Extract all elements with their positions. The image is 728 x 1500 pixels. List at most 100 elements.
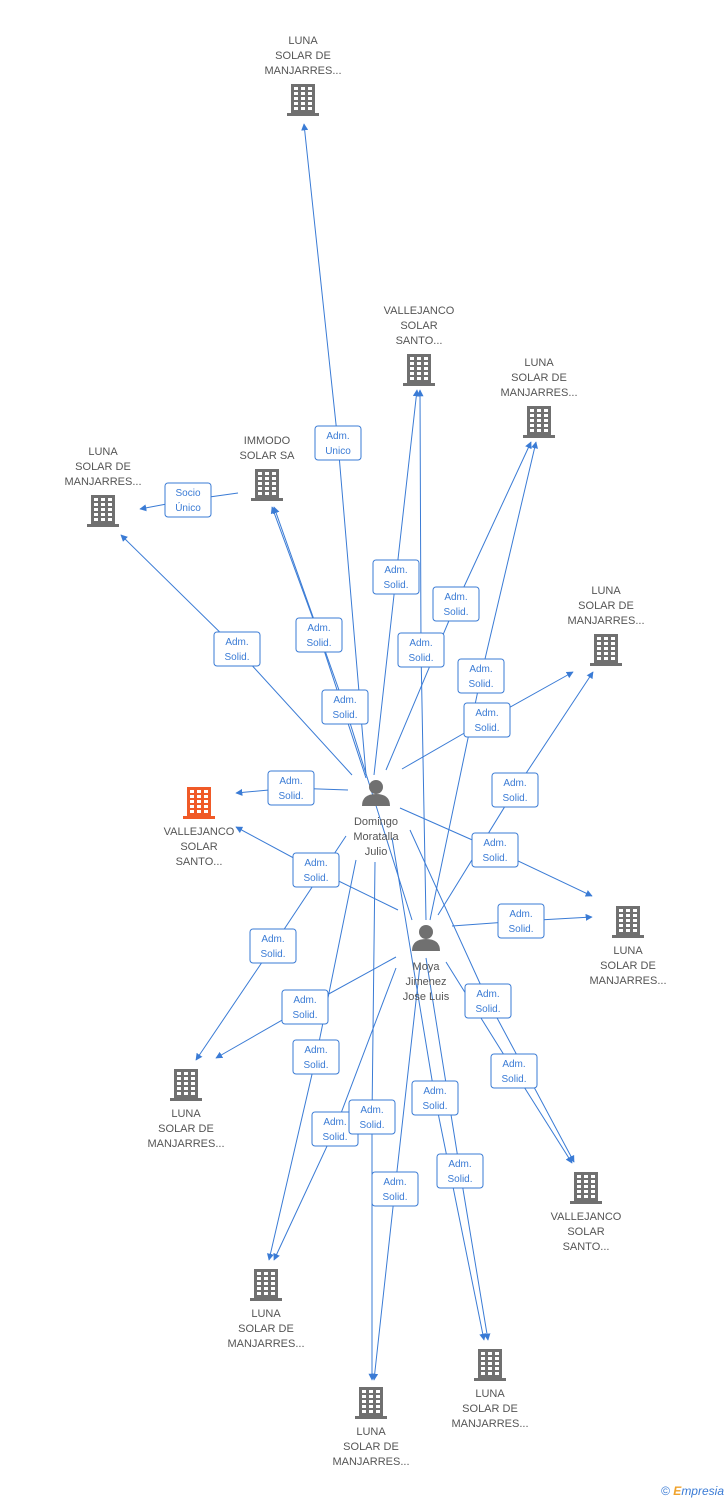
building-icon — [250, 1269, 282, 1301]
node-label-line: MANJARRES... — [567, 615, 644, 627]
edge-label-line: Adm. — [261, 934, 284, 945]
company-node[interactable]: VALLEJANCOSOLARSANTO... — [551, 1172, 622, 1253]
company-node[interactable]: VALLEJANCOSOLARSANTO... — [384, 305, 455, 386]
edge-label[interactable]: Adm.Solid. — [311, 1111, 359, 1147]
company-node[interactable]: LUNA SOLAR DE MANJARRES... — [64, 446, 142, 527]
edge-label-line: Adm. — [279, 776, 302, 787]
edge-label[interactable]: Adm.Solid. — [490, 1053, 538, 1089]
edge-label[interactable]: Adm.Solid. — [321, 689, 369, 725]
edge-label-box — [348, 1099, 396, 1135]
edge-label-line: Adm. — [503, 778, 526, 789]
edge-label-box — [432, 586, 480, 622]
node-label-line: SOLAR DE — [275, 50, 331, 62]
edge-label-line: Solid. — [408, 653, 433, 664]
edge-label[interactable]: Adm.Solid. — [463, 702, 511, 738]
node-label-line: LUNA — [88, 446, 118, 458]
edge-label[interactable]: Adm.Solid. — [491, 772, 539, 808]
edge-label-line: Adm. — [509, 909, 532, 920]
edge-label[interactable]: Adm. Solid. — [471, 832, 519, 868]
edge-label[interactable]: Adm.Solid. — [295, 617, 343, 653]
node-label-line: SOLAR DE — [343, 1441, 399, 1453]
edge-label-line: Adm. — [444, 592, 467, 603]
edge-label[interactable]: Adm.Solid. — [411, 1080, 459, 1116]
edge-label-line: Solid. — [475, 1004, 500, 1015]
brand-initial: E — [673, 1484, 682, 1498]
edge-label-box — [497, 903, 545, 939]
edge-label[interactable]: Adm. Solid. — [371, 1171, 419, 1207]
edge-label[interactable]: Adm.Solid. — [457, 658, 505, 694]
building-icon — [523, 406, 555, 438]
edge-label-box — [490, 1053, 538, 1089]
node-label-line: IMMODO — [244, 435, 291, 447]
edge-label-box — [491, 772, 539, 808]
edge-label-line: Solid. — [422, 1101, 447, 1112]
edge-label-line: Solid. — [359, 1120, 384, 1131]
edge-label[interactable]: Adm. Solid. — [432, 586, 480, 622]
edge-label-line: Solid. — [382, 1192, 407, 1203]
node-label-line: SOLAR DE — [75, 461, 131, 473]
empresia-watermark[interactable]: © Empresia — [661, 1484, 724, 1498]
edge-label[interactable]: Adm. Solid. — [267, 770, 315, 806]
node-label-line: MANJARRES... — [332, 1456, 409, 1468]
node-label-line: VALLEJANCO — [384, 305, 455, 317]
edges-layer — [120, 123, 594, 1381]
edge-label-line: Adm. — [502, 1059, 525, 1070]
focus-company-node[interactable]: VALLEJANCO SOLAR SANTO... — [164, 787, 235, 868]
edge-label-line: Adm. — [304, 858, 327, 869]
edge-label-line: Solid. — [292, 1010, 317, 1021]
edge-label[interactable]: Adm.Solid. — [397, 632, 445, 668]
node-label-line: Jose Luis — [403, 991, 450, 1003]
building-icon — [87, 495, 119, 527]
edge-label-line: Solid. — [468, 679, 493, 690]
edge-label[interactable]: Adm.Solid. — [292, 1039, 340, 1075]
edge-label-line: Adm. — [383, 1177, 406, 1188]
edge-label-line: Solid. — [278, 791, 303, 802]
edge-label[interactable]: Adm.Solid. — [348, 1099, 396, 1135]
edge-label[interactable]: Adm.Unico — [314, 425, 362, 461]
edge-label[interactable]: Adm.Solid. — [249, 928, 297, 964]
edge-label-box — [436, 1153, 484, 1189]
edge-label-line: Solid. — [306, 638, 331, 649]
edge-label-line: Adm. — [476, 989, 499, 1000]
edge-label[interactable]: Adm.Solid. — [281, 989, 329, 1025]
edge-label-line: Adm. — [483, 838, 506, 849]
node-label-line: MANJARRES... — [227, 1338, 304, 1350]
edge-label[interactable]: Adm. Solid. — [497, 903, 545, 939]
node-label-line: SOLAR DE — [238, 1323, 294, 1335]
node-label-line: Jimenez — [406, 976, 447, 988]
edge-label[interactable]: Adm.Solid. — [436, 1153, 484, 1189]
edge-label-line: Solid. — [443, 607, 468, 618]
node-label-line: SOLAR — [180, 841, 217, 853]
node-label-line: SANTO... — [176, 856, 223, 868]
edge-label-line: Solid. — [508, 924, 533, 935]
node-label-line: MANJARRES... — [64, 476, 141, 488]
node-label-line: SOLAR SA — [239, 450, 295, 462]
person-icon — [362, 780, 390, 806]
edge-label[interactable]: Adm.Solid. — [372, 559, 420, 595]
node-label-line: MANJARRES... — [147, 1138, 224, 1150]
edge-label[interactable]: Adm. Solid. — [464, 983, 512, 1019]
edge-label-box — [292, 852, 340, 888]
node-label-line: SOLAR DE — [600, 960, 656, 972]
node-label-line: LUNA — [288, 35, 318, 47]
company-node[interactable]: IMMODO SOLAR SA — [239, 435, 295, 501]
edge-label-line: Adm. — [384, 565, 407, 576]
edge-label[interactable]: Adm.Solid. — [213, 631, 261, 667]
node-label-line: VALLEJANCO — [164, 826, 235, 838]
edge-label[interactable]: Adm.Solid. — [292, 852, 340, 888]
edge-label-box — [314, 425, 362, 461]
edge-label-line: Solid. — [482, 853, 507, 864]
